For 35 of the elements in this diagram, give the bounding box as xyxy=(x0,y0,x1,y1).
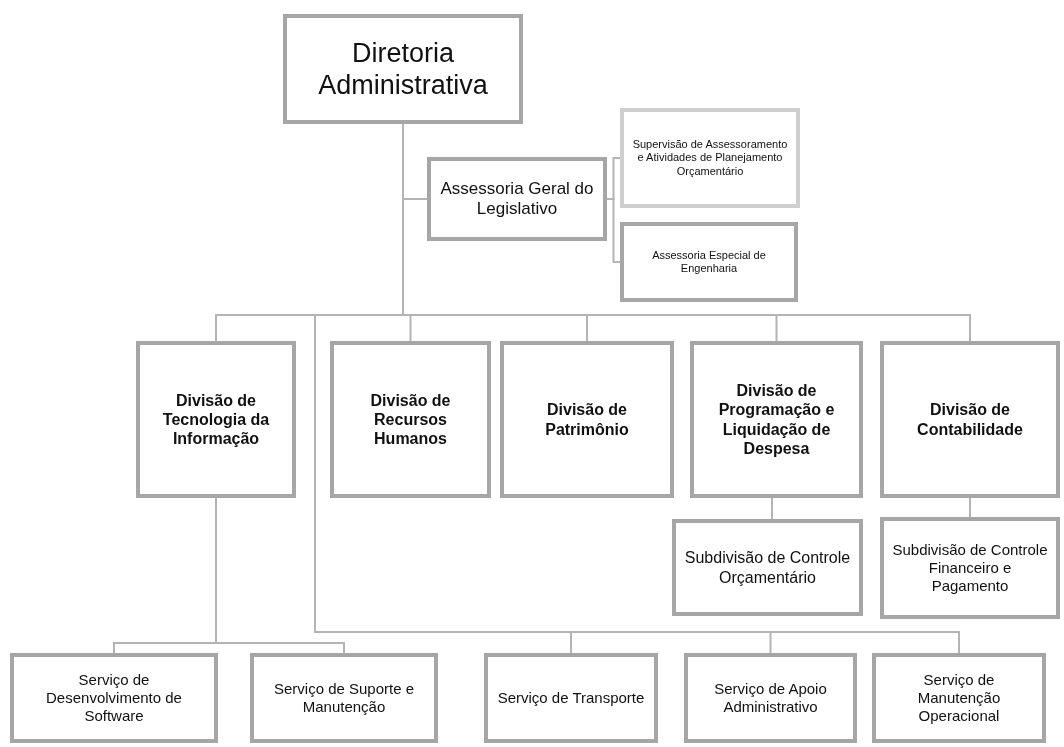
box-label: Subdivisão de Controle Orçamentário xyxy=(683,548,852,587)
box-label: Assessoria Geral do Legislativo xyxy=(439,178,595,220)
org-box xyxy=(872,653,1046,743)
org-box xyxy=(880,341,1060,498)
org-box xyxy=(620,222,798,302)
box-label: Serviço de Apoio Administrativo xyxy=(713,680,828,716)
org-box xyxy=(136,341,296,498)
box-label: Divisão de Programação e Liquidação de Despesa xyxy=(717,381,836,458)
org-box xyxy=(283,14,523,124)
org-box xyxy=(330,341,491,498)
box-label: Serviço de Manutenção Operacional xyxy=(916,671,1002,725)
box-label: Assessoria Especial de Engenharia xyxy=(651,248,767,276)
box-label: Serviço de Transporte xyxy=(496,689,646,707)
box-label: Divisão de Tecnologia da Informação xyxy=(161,390,271,449)
org-box xyxy=(250,653,438,743)
box-label: Divisão de Contabilidade xyxy=(916,400,1024,439)
org-box xyxy=(484,653,658,743)
org-box xyxy=(690,341,863,498)
box-label: Divisão de Patrimônio xyxy=(544,400,630,439)
org-box xyxy=(500,341,674,498)
box-label: Serviço de Suporte e Manutenção xyxy=(272,680,416,716)
box-label: Supervisão de Assessoramento e Atividades de Planejamento Orçamentário xyxy=(631,138,789,178)
connector-line xyxy=(969,497,971,518)
box-label: Serviço de Desenvolvimento de Software xyxy=(45,671,183,725)
connector-line xyxy=(771,497,773,520)
org-box xyxy=(10,653,218,743)
org-box xyxy=(684,653,857,743)
org-box xyxy=(672,519,863,616)
box-label: Diretoria Administrativa xyxy=(317,36,489,102)
org-box xyxy=(427,157,607,241)
connector-line xyxy=(606,198,621,263)
box-label: Divisão de Recursos Humanos xyxy=(369,390,452,449)
box-label: Subdivisão de Controle Financeiro e Pagamento xyxy=(891,541,1049,595)
org-box xyxy=(880,517,1060,619)
org-box xyxy=(620,108,800,208)
